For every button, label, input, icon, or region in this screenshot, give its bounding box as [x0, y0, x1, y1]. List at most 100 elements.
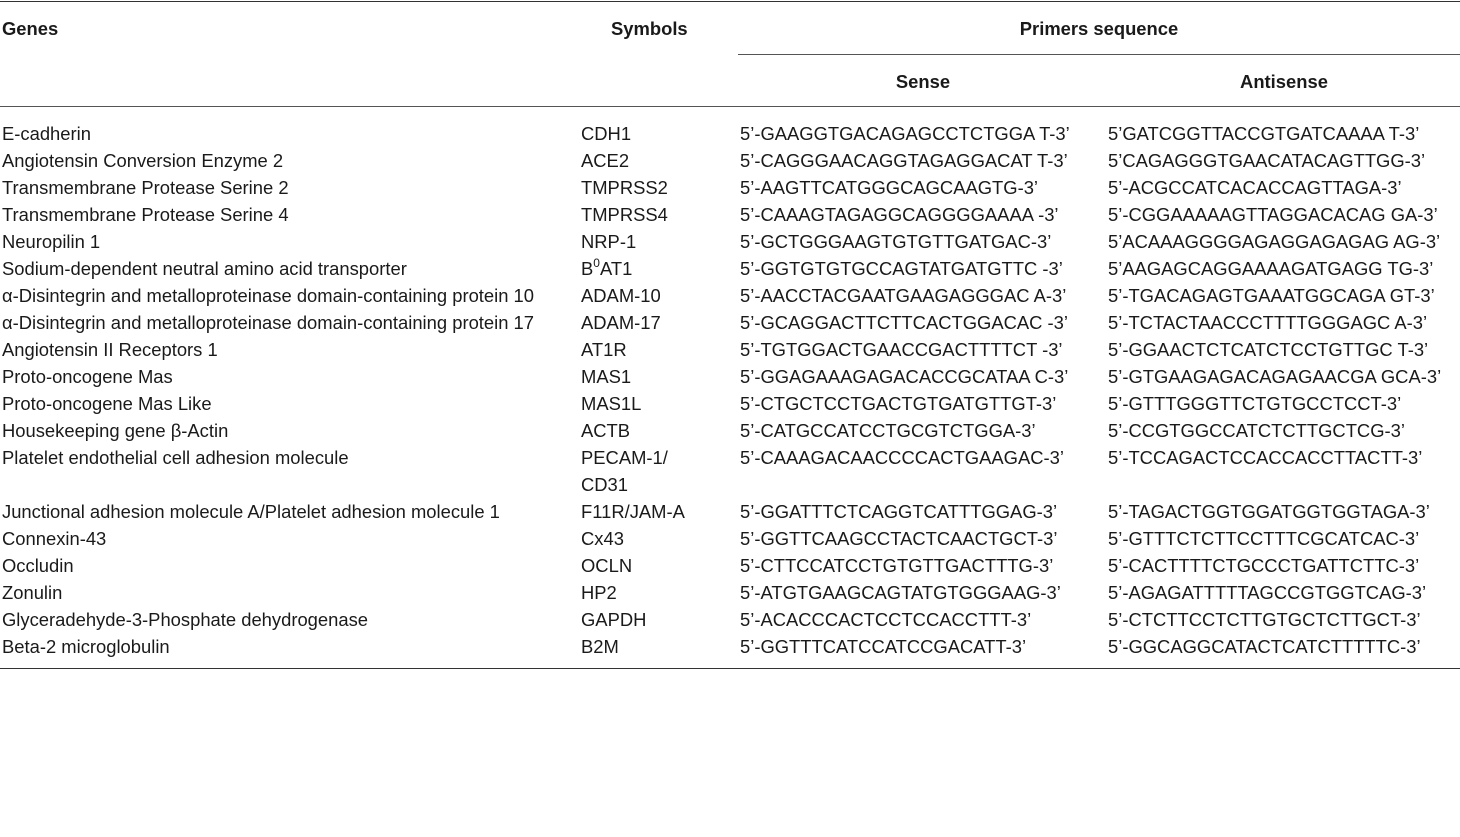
gene-symbol-superscript: 0	[593, 256, 600, 270]
gene-symbol: F11R/JAM-A	[581, 501, 685, 522]
antisense-primer: 5’ACAAAGGGGAGAGGAGAGAG AG-3’	[1108, 231, 1441, 252]
antisense-primer: 5’AAGAGCAGGAAAAGATGAGG TG-3’	[1108, 258, 1434, 279]
gene-name: Sodium-dependent neutral amino acid tran…	[2, 258, 407, 279]
gene-name: E-cadherin	[2, 123, 91, 144]
antisense-primer: 5’-CACTTTTCTGCCCTGATTCTTC-3’	[1108, 555, 1420, 576]
table-row: Transmembrane Protease Serine 2 TMPRSS2 5’…	[0, 174, 1460, 201]
gene-name: Zonulin	[2, 582, 63, 603]
gene-name: Connexin-43	[2, 528, 107, 549]
antisense-primer: 5’-GTTTCTCTTCCTTTCGCATCAC-3’	[1108, 528, 1420, 549]
gene-name: Angiotensin Conversion Enzyme 2	[2, 150, 284, 171]
table-row: Sodium-dependent neutral amino acid tran…	[0, 255, 1460, 282]
gene-name: Occludin	[2, 555, 74, 576]
gene-name: Transmembrane Protease Serine 2	[2, 177, 289, 198]
antisense-primer: 5’-CCGTGGCCATCTCTTGCTCG-3’	[1108, 420, 1405, 441]
antisense-primer: 5’-TCTACTAACCCTTTTGGGAGC A-3’	[1108, 312, 1428, 333]
sense-primer: 5’-GCTGGGAAGTGTGTTGATGAC-3’	[740, 231, 1052, 252]
table-row: α-Disintegrin and metalloproteinase doma…	[0, 309, 1460, 336]
gene-symbol: HP2	[581, 582, 617, 603]
gene-name: Glyceradehyde-3-Phosphate dehydrogenase	[2, 609, 369, 630]
gene-symbol: TMPRSS2	[581, 177, 668, 198]
table-row: Proto-oncogene Mas Like MAS1L 5’-CTGCTCCTG…	[0, 390, 1460, 417]
sense-primer: 5’-ACACCCACTCCTCCACCTTT-3’	[740, 609, 1032, 630]
antisense-primer: 5’-GGCAGGCATACTCATCTTTTTC-3’	[1108, 636, 1421, 657]
antisense-primer: 5’-TAGACTGGTGGATGGTGGTAGA-3’	[1108, 501, 1430, 522]
gene-symbol: MAS1L	[581, 393, 642, 414]
table-header: Genes Symbols Primers sequence Sense Ant…	[0, 1, 1460, 107]
gene-name: Proto-oncogene Mas Like	[2, 393, 212, 414]
gene-symbol-rest: AT1	[599, 258, 633, 279]
table-row: Angiotensin II Receptors 1 AT1R 5’-TGTGGAC…	[0, 336, 1460, 363]
sense-primer: 5’-ATGTGAAGCAGTATGTGGGAAG-3’	[740, 582, 1061, 603]
table-row: Glyceradehyde-3-Phosphate dehydrogenase G…	[0, 606, 1460, 633]
gene-name: Housekeeping gene β-Actin	[2, 420, 229, 441]
gene-name: Junctional adhesion molecule A/Platelet …	[2, 501, 500, 522]
header-sense: Sense	[895, 71, 951, 92]
sense-primer: 5’-GGATTTCTCAGGTCATTTGGAG-3’	[740, 501, 1058, 522]
antisense-primer: 5’-GGAACTCTCATCTCCTGTTGC T-3’	[1108, 339, 1429, 360]
antisense-primer: 5’-AGAGATTTTTAGCCGTGGTCAG-3’	[1108, 582, 1427, 603]
sense-primer: 5’-GGTGTGTGCCAGTATGATGTTC -3’	[740, 258, 1063, 279]
table-row: Junctional adhesion molecule A/Platelet …	[0, 498, 1460, 525]
gene-symbol: ADAM-10	[581, 285, 661, 306]
antisense-primer: 5’-ACGCCATCACACCAGTTAGA-3’	[1108, 177, 1402, 198]
gene-name: Angiotensin II Receptors 1	[2, 339, 218, 360]
sense-primer: 5’-CAGGGAACAGGTAGAGGACAT T-3’	[740, 150, 1068, 171]
gene-symbol: B2M	[581, 636, 619, 657]
sense-primer: 5’-GCAGGACTTCTTCACTGGACAC -3’	[740, 312, 1068, 333]
sense-primer: 5’-CTGCTCCTGACTGTGATGTTGT-3’	[740, 393, 1057, 414]
antisense-primer: 5’GATCGGTTACCGTGATCAAAA T-3’	[1108, 123, 1420, 144]
gene-name: α-Disintegrin and metalloproteinase doma…	[2, 285, 535, 306]
header-primers-sequence: Primers sequence	[738, 1, 1460, 55]
sense-primer: 5’-CTTCCATCCTGTGTTGACTTTG-3’	[740, 555, 1054, 576]
gene-symbol: TMPRSS4	[581, 204, 668, 225]
sense-primer: 5’-TGTGGACTGAACCGACTTTTCT -3’	[740, 339, 1063, 360]
antisense-primer: 5’-TGACAGAGTGAAATGGCAGA GT-3’	[1108, 285, 1435, 306]
gene-symbol: GAPDH	[581, 609, 647, 630]
table-row: Occludin OCLN 5’-CTTCCATCCTGTGTTGACTTTG-3’…	[0, 552, 1460, 579]
sense-primer: 5’-GGTTCAAGCCTACTCAACTGCT-3’	[740, 528, 1058, 549]
table-row: Zonulin HP2 5’-ATGTGAAGCAGTATGTGGGAAG-3’ 5’…	[0, 579, 1460, 606]
primers-table: Genes Symbols Primers sequence Sense Ant…	[0, 1, 1460, 669]
antisense-primer: 5’-CTCTTCCTCTTGTGCTCTTGCT-3’	[1108, 609, 1421, 630]
table-row: Transmembrane Protease Serine 4 TMPRSS4 5’…	[0, 201, 1460, 228]
sense-primer: 5’-AACCTACGAATGAAGAGGGAC A-3’	[740, 285, 1067, 306]
table-row: Platelet endothelial cell adhesion molec…	[0, 444, 1460, 498]
antisense-primer: 5’-GTGAAGAGACAGAGAACGA GCA-3’	[1108, 366, 1442, 387]
header-antisense: Antisense	[1240, 71, 1328, 92]
sense-primer: 5’-GGTTTCATCCATCCGACATT-3’	[740, 636, 1027, 657]
antisense-primer: 5’-TCCAGACTCCACCACCTTACTT-3’	[1108, 447, 1423, 468]
antisense-primer: 5’-GTTTGGGTTCTGTGCCTCCT-3’	[1108, 393, 1402, 414]
gene-name: Transmembrane Protease Serine 4	[2, 204, 289, 225]
table-row: Angiotensin Conversion Enzyme 2 ACE2 5’-CA…	[0, 147, 1460, 174]
gene-symbol-base: B	[581, 258, 594, 279]
gene-name: Beta-2 microglobulin	[2, 636, 170, 657]
gene-symbol: NRP-1	[581, 231, 637, 252]
gene-symbol: ACE2	[581, 150, 630, 171]
gene-name: Neuropilin 1	[2, 231, 101, 252]
sense-primer: 5’-CATGCCATCCTGCGTCTGGA-3’	[740, 420, 1036, 441]
header-genes: Genes	[2, 18, 59, 39]
gene-name: α-Disintegrin and metalloproteinase doma…	[2, 312, 535, 333]
sense-primer: 5’-CAAAGTAGAGGCAGGGGAAAA -3’	[740, 204, 1059, 225]
gene-symbol: OCLN	[581, 555, 633, 576]
gene-symbol: PECAM-1/ CD31	[581, 447, 668, 495]
gene-symbol: ACTB	[581, 420, 631, 441]
antisense-primer: 5’-CGGAAAAAGTTAGGACACAG GA-3’	[1108, 204, 1438, 225]
gene-symbol: B0AT1	[578, 255, 738, 282]
gene-symbol: CDH1	[581, 123, 632, 144]
gene-name: Platelet endothelial cell adhesion molec…	[2, 447, 349, 468]
table-row: Housekeeping gene β-Actin ACTB 5’-CATGCCAT…	[0, 417, 1460, 444]
sense-primer: 5’-GGAGAAAGAGACACCGCATAA C-3’	[740, 366, 1069, 387]
header-symbols: Symbols	[611, 18, 688, 39]
gene-symbol: AT1R	[581, 339, 627, 360]
gene-symbol: ADAM-17	[581, 312, 661, 333]
gene-symbol: MAS1	[581, 366, 632, 387]
table-row: Neuropilin 1 NRP-1 5’-GCTGGGAAGTGTGTTGATGA…	[0, 228, 1460, 255]
table-row: α-Disintegrin and metalloproteinase doma…	[0, 282, 1460, 309]
